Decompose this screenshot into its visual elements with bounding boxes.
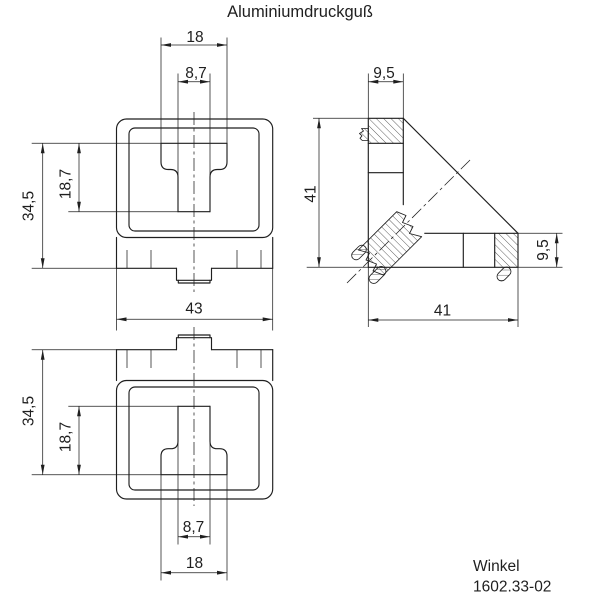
dimension-lines — [317, 79, 559, 322]
outer-profile — [115, 379, 274, 500]
dim-label-slot-depth: 18,7 — [58, 169, 75, 199]
dimension-lines — [40, 349, 227, 575]
mounting-face-ticks — [126, 349, 262, 368]
dim-label-slot-width-outer: 18 — [186, 29, 203, 46]
extension-lines-8-7 — [177, 73, 211, 212]
slot-left-edge — [160, 405, 179, 476]
dim-label-slot-width-outer: 18 — [186, 555, 203, 572]
front-top-view: 18 8,7 18,7 34,5 43 — [21, 29, 274, 331]
extension-lines-41-bottom — [367, 267, 519, 327]
mounting-face-ticks — [126, 250, 262, 269]
band-sides — [115, 236, 274, 269]
extension-lines-43 — [116, 268, 274, 331]
section-hatch-vertical-leg — [368, 118, 404, 144]
front-bottom-view: 34,5 18,7 8,7 18 — [21, 327, 274, 581]
bottom-tab-section — [496, 266, 512, 282]
arrowheads-9-5-top — [368, 79, 404, 84]
back-tab-section — [359, 128, 369, 141]
drawing-number: 1602.33-02 — [473, 579, 551, 596]
drawing-title: Aluminiumdruckguß — [227, 3, 373, 21]
miter-centerline — [346, 157, 473, 284]
extension-lines-18 — [160, 474, 228, 581]
corner-tab-section-upper — [351, 244, 367, 261]
dim-label-profile-width: 43 — [185, 301, 202, 318]
arrowheads-8-7 — [178, 534, 210, 539]
dimension-lines — [40, 43, 273, 322]
slot-left-edge — [160, 142, 179, 213]
extension-lines-18 — [160, 37, 228, 144]
arrowheads-9-5-right — [554, 233, 559, 268]
extension-lines-9-5-top — [367, 73, 404, 119]
dim-label-leg-length-vertical: 41 — [303, 185, 320, 202]
dim-label-profile-height: 34,5 — [21, 191, 38, 221]
part-name: Winkel — [473, 558, 520, 575]
dim-label-leg-thickness-right: 9,5 — [535, 239, 552, 261]
dim-label-slot-width-inner: 8,7 — [183, 519, 205, 536]
extension-lines-9-5-right — [518, 232, 563, 268]
extension-lines-8-7 — [177, 406, 211, 545]
hypotenuse-edge — [402, 117, 519, 234]
vertical-leg-cross-lines — [367, 142, 404, 174]
horizontal-leg-cross-lines — [462, 232, 496, 268]
dim-label-leg-thickness-top: 9,5 — [373, 65, 395, 82]
dim-label-profile-height: 34,5 — [21, 396, 38, 426]
side-section-view: 9,5 41 9,5 41 — [303, 65, 563, 327]
slot-right-edge — [209, 142, 228, 213]
part-label: Winkel 1602.33-02 — [473, 558, 551, 596]
dim-label-slot-width-inner: 8,7 — [185, 65, 207, 82]
slot-right-edge — [209, 405, 228, 476]
band-sides — [115, 349, 274, 382]
dim-label-leg-length-horizontal: 41 — [434, 303, 451, 320]
arrowheads-8-7 — [178, 79, 210, 84]
section-hatch-horizontal-leg — [494, 233, 518, 268]
corner-tab-section-lower — [368, 266, 387, 284]
dim-label-slot-depth: 18,7 — [58, 422, 75, 452]
outer-profile — [115, 118, 274, 239]
